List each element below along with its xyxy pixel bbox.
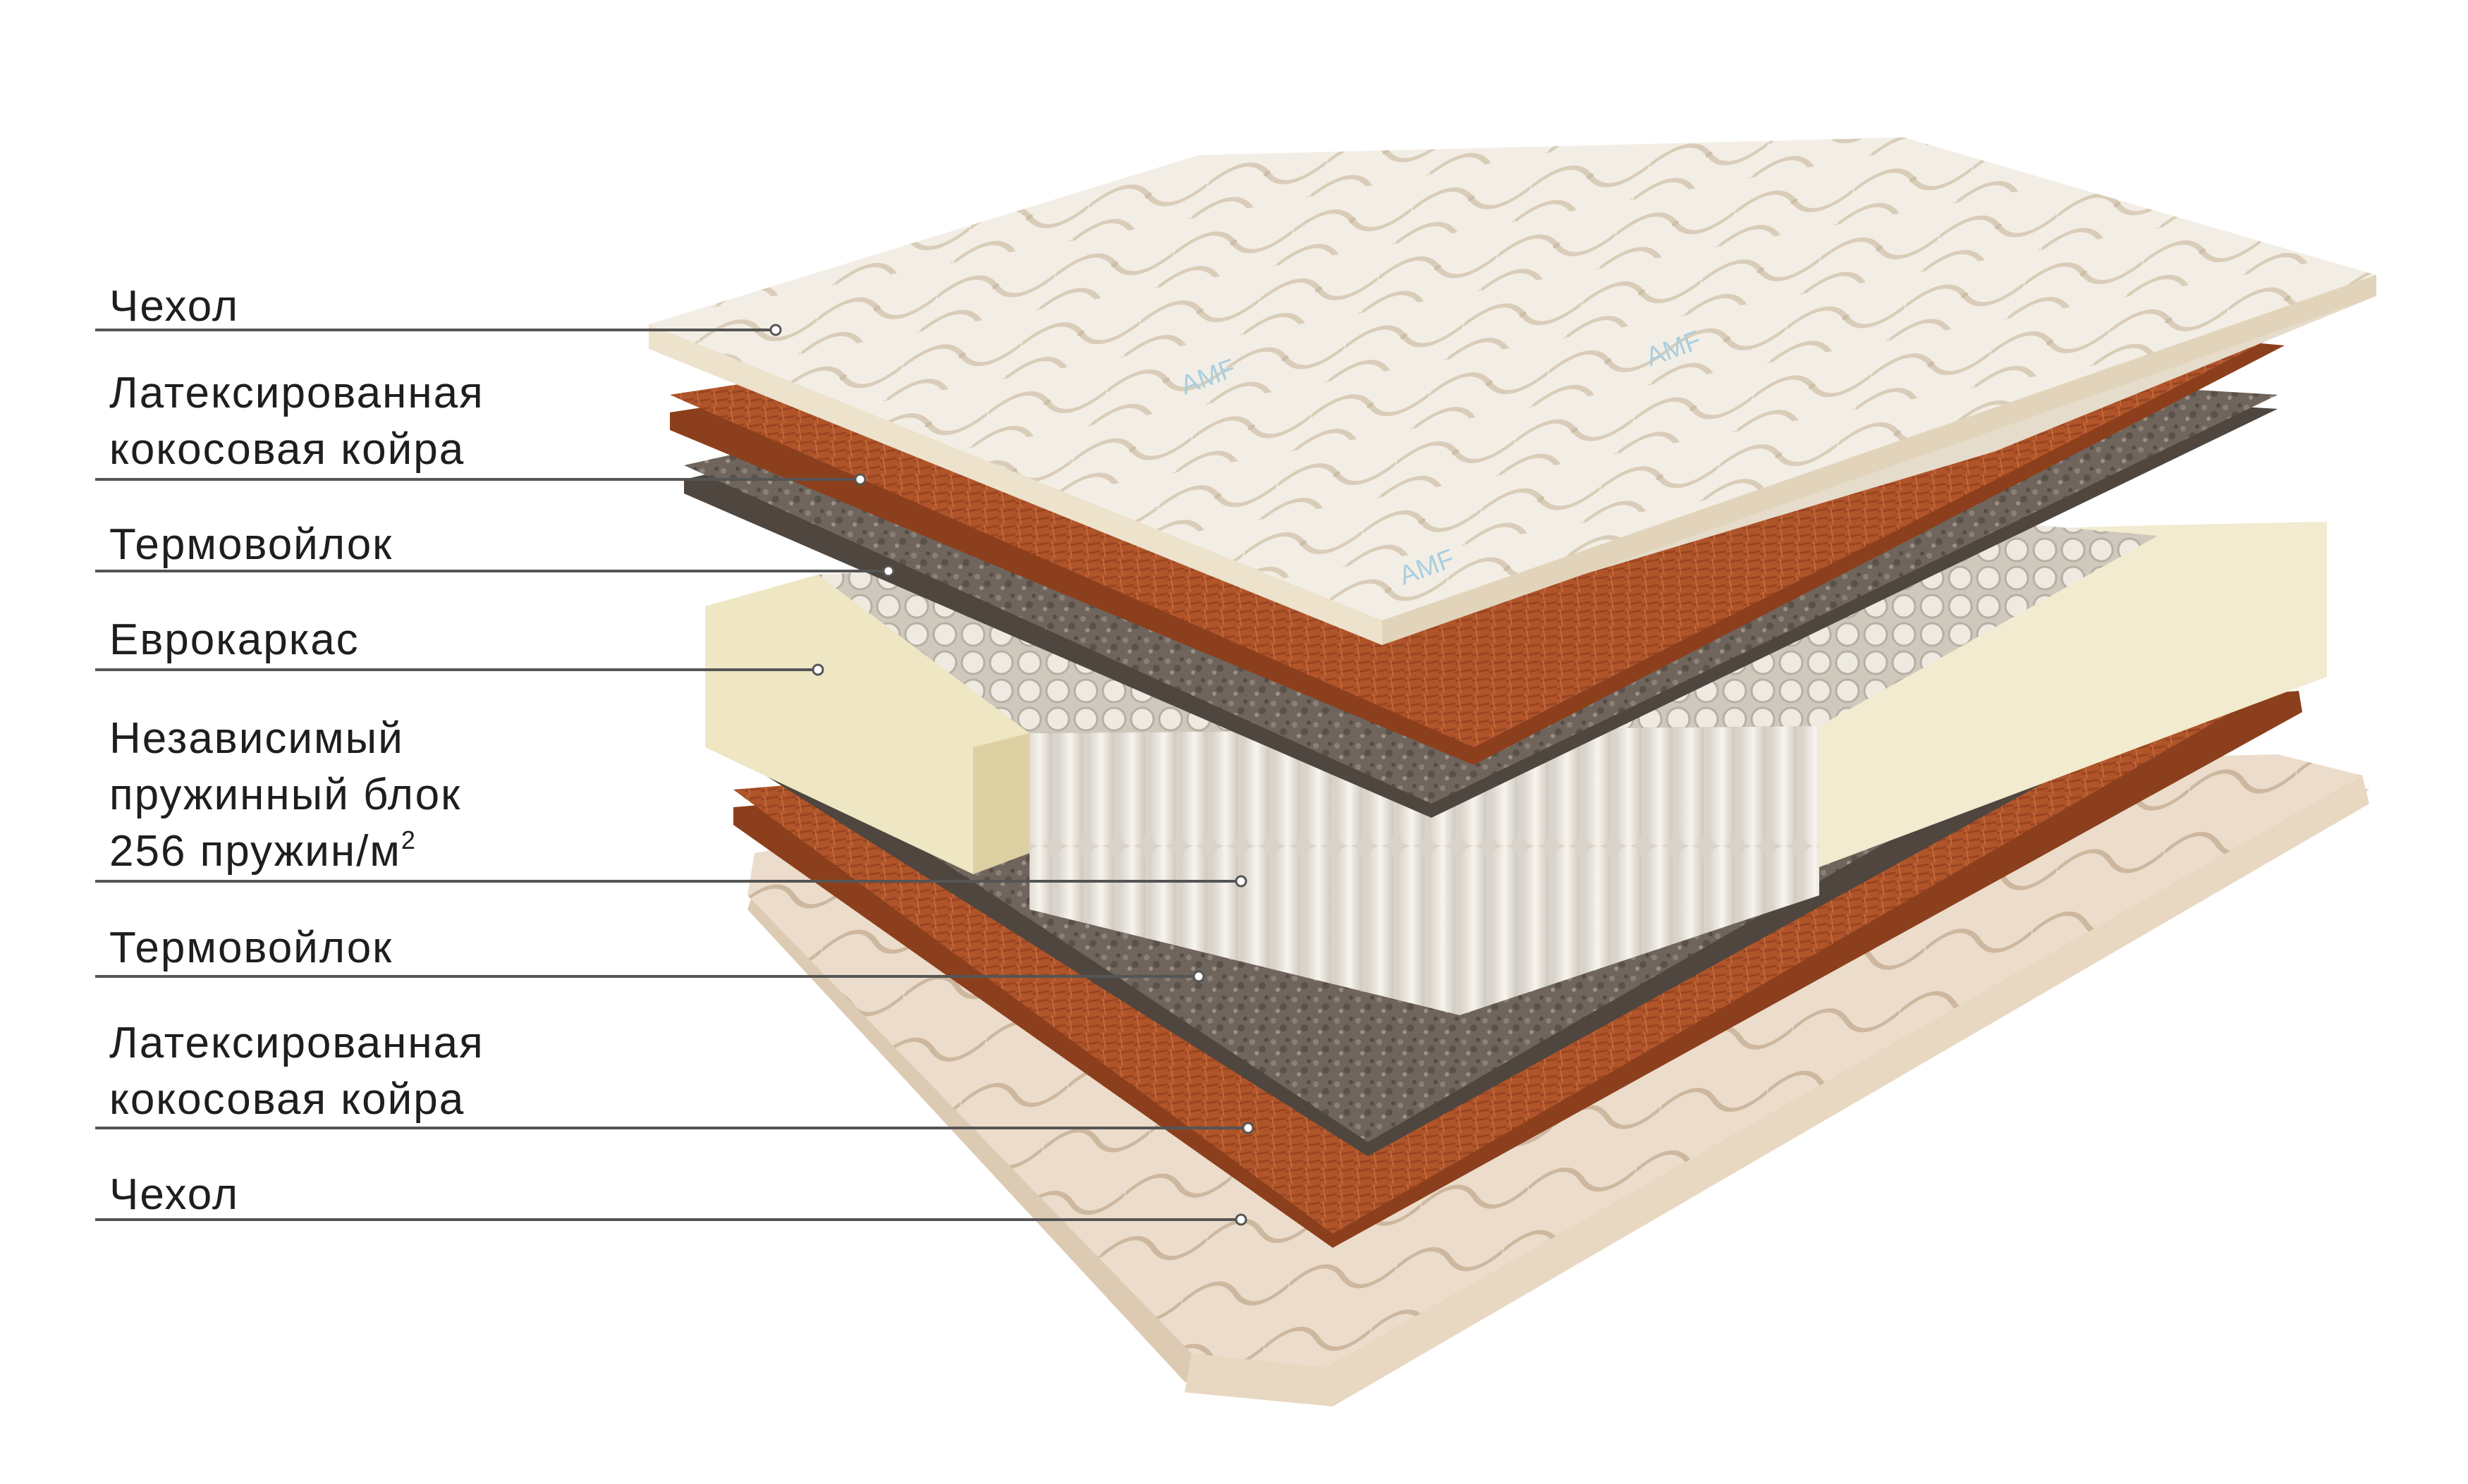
label-top-cover: Чехол — [109, 278, 239, 335]
leader-dot-frame — [812, 663, 824, 676]
label-line: пружинный блок — [109, 771, 462, 819]
label-line: Термовойлок — [109, 520, 393, 569]
label-top-coir: Латексированная кокосовая койра — [109, 365, 484, 478]
label-bottom-felt: Термовойлок — [109, 920, 393, 976]
leader-dot-top-felt — [882, 565, 895, 577]
label-spring-block: Независимый пружинный блок 256 пружин/м2 — [109, 711, 461, 880]
leader-lines — [95, 329, 1248, 1221]
leader-dots — [769, 324, 1254, 1226]
label-line: Независимый — [109, 714, 404, 763]
label-line: Чехол — [109, 1170, 240, 1219]
label-line: кокосовая койра — [109, 425, 465, 474]
label-line: Латексированная — [109, 369, 484, 417]
leader-dot-bottom-felt — [1192, 970, 1205, 983]
label-line-with-superscript: 256 пружин/м2 — [109, 823, 461, 880]
leader-dot-bottom-cover — [1235, 1213, 1247, 1226]
leader-dot-top-cover — [769, 324, 782, 336]
label-line: Еврокаркас — [109, 615, 360, 664]
leader-dot-bottom-coir — [1242, 1122, 1254, 1134]
label-top-felt: Термовойлок — [109, 517, 393, 573]
top-cover: AMF AMF AMF — [649, 137, 2376, 645]
label-line: Латексированная — [109, 1019, 484, 1067]
label-bottom-cover: Чехол — [109, 1167, 239, 1223]
leader-dot-top-coir — [854, 473, 867, 486]
label-frame: Еврокаркас — [109, 612, 360, 668]
label-bottom-coir: Латексированная кокосовая койра — [109, 1015, 484, 1128]
leader-dot-spring-block — [1235, 875, 1247, 888]
label-line: Чехол — [109, 282, 240, 331]
label-line: кокосовая койра — [109, 1075, 465, 1124]
label-line: Термовойлок — [109, 924, 393, 972]
label-superscript: 2 — [401, 826, 417, 854]
label-line: 256 пружин/м — [109, 827, 401, 876]
